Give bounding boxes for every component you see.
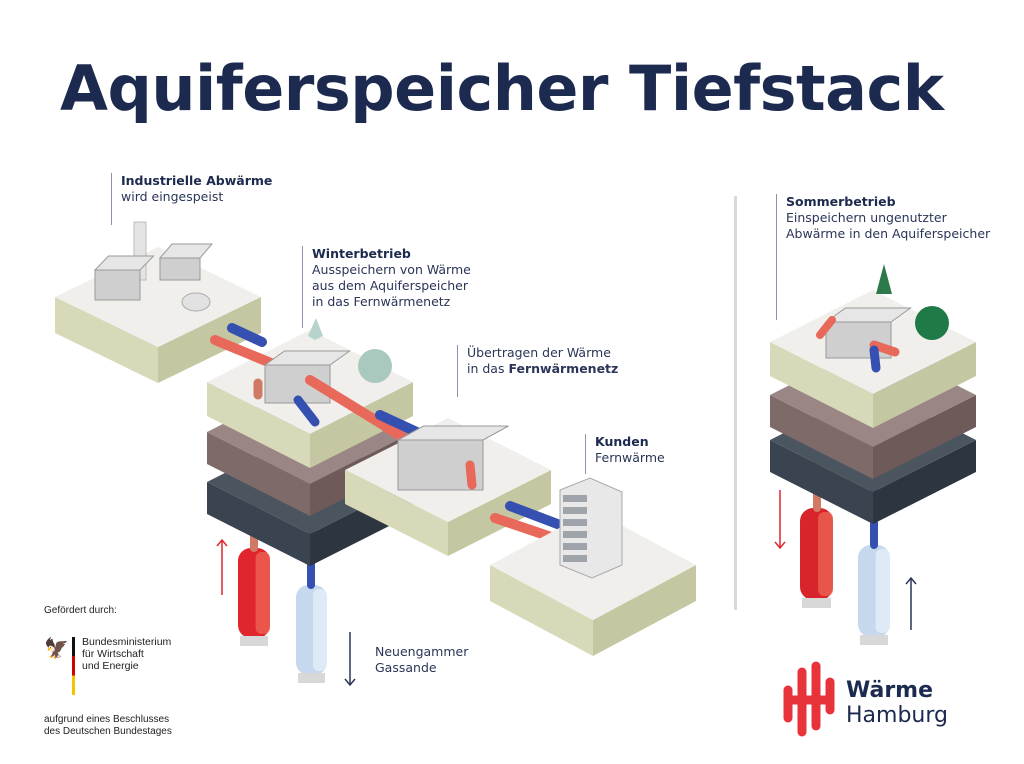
building-window [563,519,587,526]
winter-slab-side [310,382,413,468]
funding-intro: Gefördert durch: [44,605,117,616]
label-line [776,194,777,320]
customer-slab-side [593,565,696,656]
german-flag-bar [72,637,75,695]
summer-layer-brown-side [873,395,976,479]
heat-exchanger-main-roof [397,425,509,441]
summer-slab-side [873,342,976,428]
note-line: aufgrund eines Beschlusses [44,714,170,725]
label-heading: Sommerbetrieb [786,194,896,209]
label-heading: Winterbetrieb [312,246,411,261]
tree-icon [915,306,949,340]
summer-layer-brown-side [770,395,873,479]
label-heading: Industrielle Abwärme [121,173,273,188]
hot-tank-summer-base [802,598,831,608]
brand-line2: Hamburg [846,703,948,728]
ministry-line: Bundesministerium [82,636,172,648]
label-text: aus dem Aquiferspeicher [312,278,468,293]
label-line [585,434,586,474]
label-aquifer: Neuengammer Gassande [365,644,468,676]
waerme-hamburg-logo-icon [783,661,835,737]
building-window [563,555,587,562]
pipe [869,345,881,373]
pipe [227,323,267,347]
winter-layer-brown-side [207,432,310,516]
brand-wordmark: Wärme Hamburg [846,678,948,728]
label-text: Einspeichern ungenutzter [786,210,947,225]
label-transfer: Übertragen der Wärme in das Fernwärmenet… [457,345,618,377]
building-window [563,507,587,514]
winter-layer-dark-side [207,482,310,566]
hot-tank-summer-shade [818,512,833,596]
label-text: Abwärme in den Aquiferspeicher [786,226,991,241]
factory-hall [159,257,201,281]
brand-line1: Wärme [846,678,934,703]
cold-tank-winter-base [298,673,325,683]
label-customers: Kunden Fernwärme [585,434,665,466]
label-line [457,345,458,397]
pipe [869,340,900,357]
label-text: wird eingespeist [121,189,224,204]
page-title: Aquiferspeicher Tiefstack [60,52,944,125]
label-text: in das Fernwärmenetz [312,294,451,309]
note-line: des Deutschen Bundestages [44,726,172,737]
label-text: Gassande [375,660,437,675]
arrow-down-cold-head [344,678,356,687]
transfer-slab-side [345,470,448,556]
ministry-name: Bundesministerium für Wirtschaft und Ene… [82,636,171,672]
heat-exchanger-winter-roof [263,350,352,366]
factory-building-roof [93,255,155,271]
factory-building [94,269,141,301]
label-text: Übertragen der Wärme [467,345,611,360]
summer-slab-side [770,342,873,428]
factory-hall-roof [158,243,214,259]
hot-tank-winter-shade [255,552,270,634]
label-summer: Sommerbetrieb Einspeichern ungenutzter A… [776,194,990,242]
industry-slab-side [158,297,261,383]
customer-slab-side [490,565,593,656]
tree-icon [876,264,892,294]
transfer-slab-side [448,470,551,556]
pipe [505,501,565,530]
label-text: Neuengammer [375,644,469,659]
federal-eagle-icon: 🦅 [44,636,69,660]
winter-slab-side [207,382,310,468]
building-window [563,495,587,502]
cold-tank-summer-shade [875,549,890,633]
label-text: Fernwärme [595,450,665,465]
tree-icon [308,318,323,340]
label-text: Ausspeichern von Wärme [312,262,471,277]
pipe [293,395,320,427]
funding-note: aufgrund eines Beschlusses des Deutschen… [44,714,172,738]
heat-exchanger-summer [825,321,892,359]
label-text: in das [467,361,509,376]
label-winter: Winterbetrieb Ausspeichern von Wärme aus… [302,246,471,310]
summer-layer-dark-side [770,440,873,524]
label-line [111,173,112,225]
label-bold: Fernwärmenetz [508,361,619,376]
heat-exchanger-summer-roof [824,307,913,323]
arrow-down-hot-head [774,541,786,550]
arrow-up-cold-head [905,576,917,585]
cold-tank-summer-base [860,635,888,645]
label-industry: Industrielle Abwärme wird eingespeist [111,173,272,205]
storage-tank [181,292,211,312]
pipe [816,316,836,339]
divider [734,196,737,610]
industry-slab-side [55,297,158,383]
arrow-up-hot-head [216,538,228,547]
tree-icon [358,349,392,383]
ministry-line: und Energie [82,660,139,672]
label-line [302,246,303,328]
pipe [465,460,477,490]
building-window [563,531,587,538]
cold-tank-winter-shade [313,589,327,671]
ministry-line: für Wirtschaft [82,648,144,660]
label-heading: Kunden [595,434,649,449]
apartment-building [559,477,623,579]
hot-tank-winter-base [240,636,268,646]
building-window [563,543,587,550]
summer-layer-dark-side [873,440,976,524]
